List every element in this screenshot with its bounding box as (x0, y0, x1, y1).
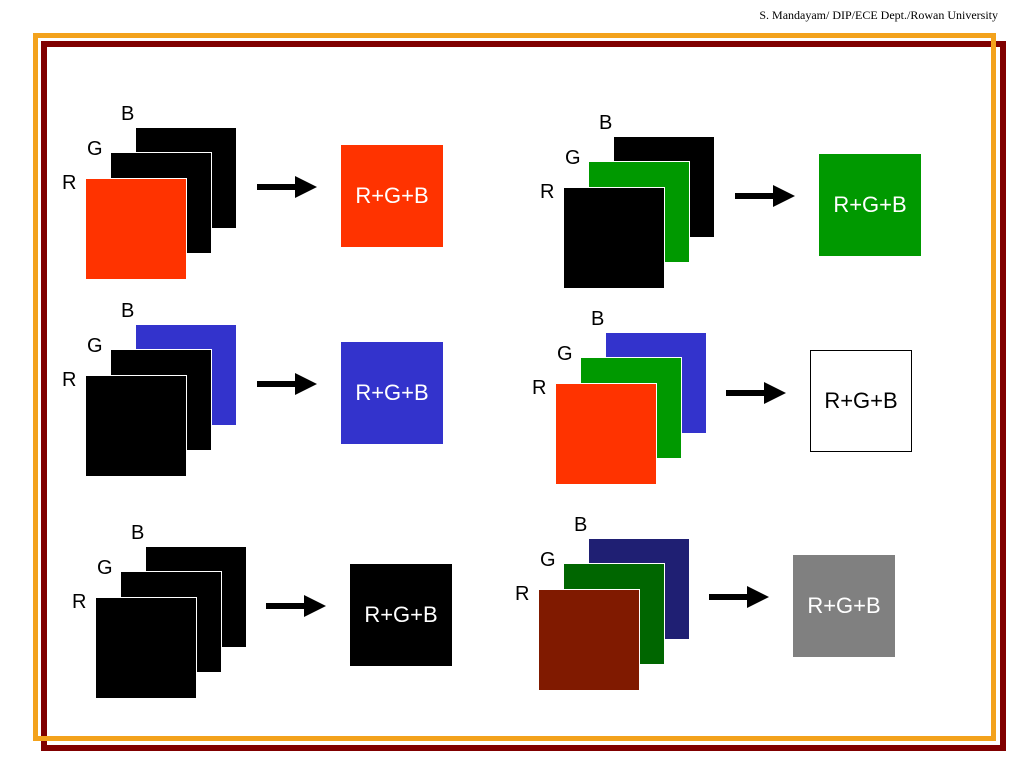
label-r: R (532, 377, 547, 399)
r-channel-square (538, 589, 640, 691)
label-b: B (591, 308, 605, 330)
arrow-icon (735, 185, 795, 207)
label-g: G (87, 138, 103, 160)
arrow-icon (257, 373, 317, 395)
label-r: R (62, 369, 77, 391)
result-label: R+G+B (355, 380, 429, 405)
arrow-icon (257, 176, 317, 198)
label-b: B (131, 522, 145, 544)
label-r: R (515, 583, 530, 605)
label-g: G (540, 549, 556, 571)
result-white: R+G+B (810, 350, 912, 452)
label-g: G (87, 335, 103, 357)
result-green: R+G+B (819, 154, 921, 256)
r-channel-square (85, 178, 187, 280)
result-gray: R+G+B (793, 555, 895, 657)
label-b: B (574, 514, 588, 536)
label-g: G (557, 343, 573, 365)
r-channel-square (563, 187, 665, 289)
label-r: R (62, 172, 77, 194)
label-g: G (97, 557, 113, 579)
result-label: R+G+B (355, 183, 429, 208)
label-b: B (599, 112, 613, 134)
slide-credit: S. Mandayam/ DIP/ECE Dept./Rowan Univers… (759, 8, 998, 22)
result-label: R+G+B (824, 388, 898, 413)
r-channel-square (85, 375, 187, 477)
result-red: R+G+B (341, 145, 443, 247)
slide-frame-dark (41, 41, 1006, 751)
label-r: R (540, 181, 555, 203)
slide-frame-orange (33, 33, 996, 741)
result-label: R+G+B (833, 192, 907, 217)
label-b: B (121, 300, 135, 322)
result-black: R+G+B (350, 564, 452, 666)
label-g: G (565, 147, 581, 169)
result-blue: R+G+B (341, 342, 443, 444)
arrow-icon (709, 586, 769, 608)
arrow-icon (726, 382, 786, 404)
result-label: R+G+B (364, 602, 438, 627)
r-channel-square (555, 383, 657, 485)
label-r: R (72, 591, 87, 613)
arrow-icon (266, 595, 326, 617)
result-label: R+G+B (807, 593, 881, 618)
r-channel-square (95, 597, 197, 699)
label-b: B (121, 103, 135, 125)
